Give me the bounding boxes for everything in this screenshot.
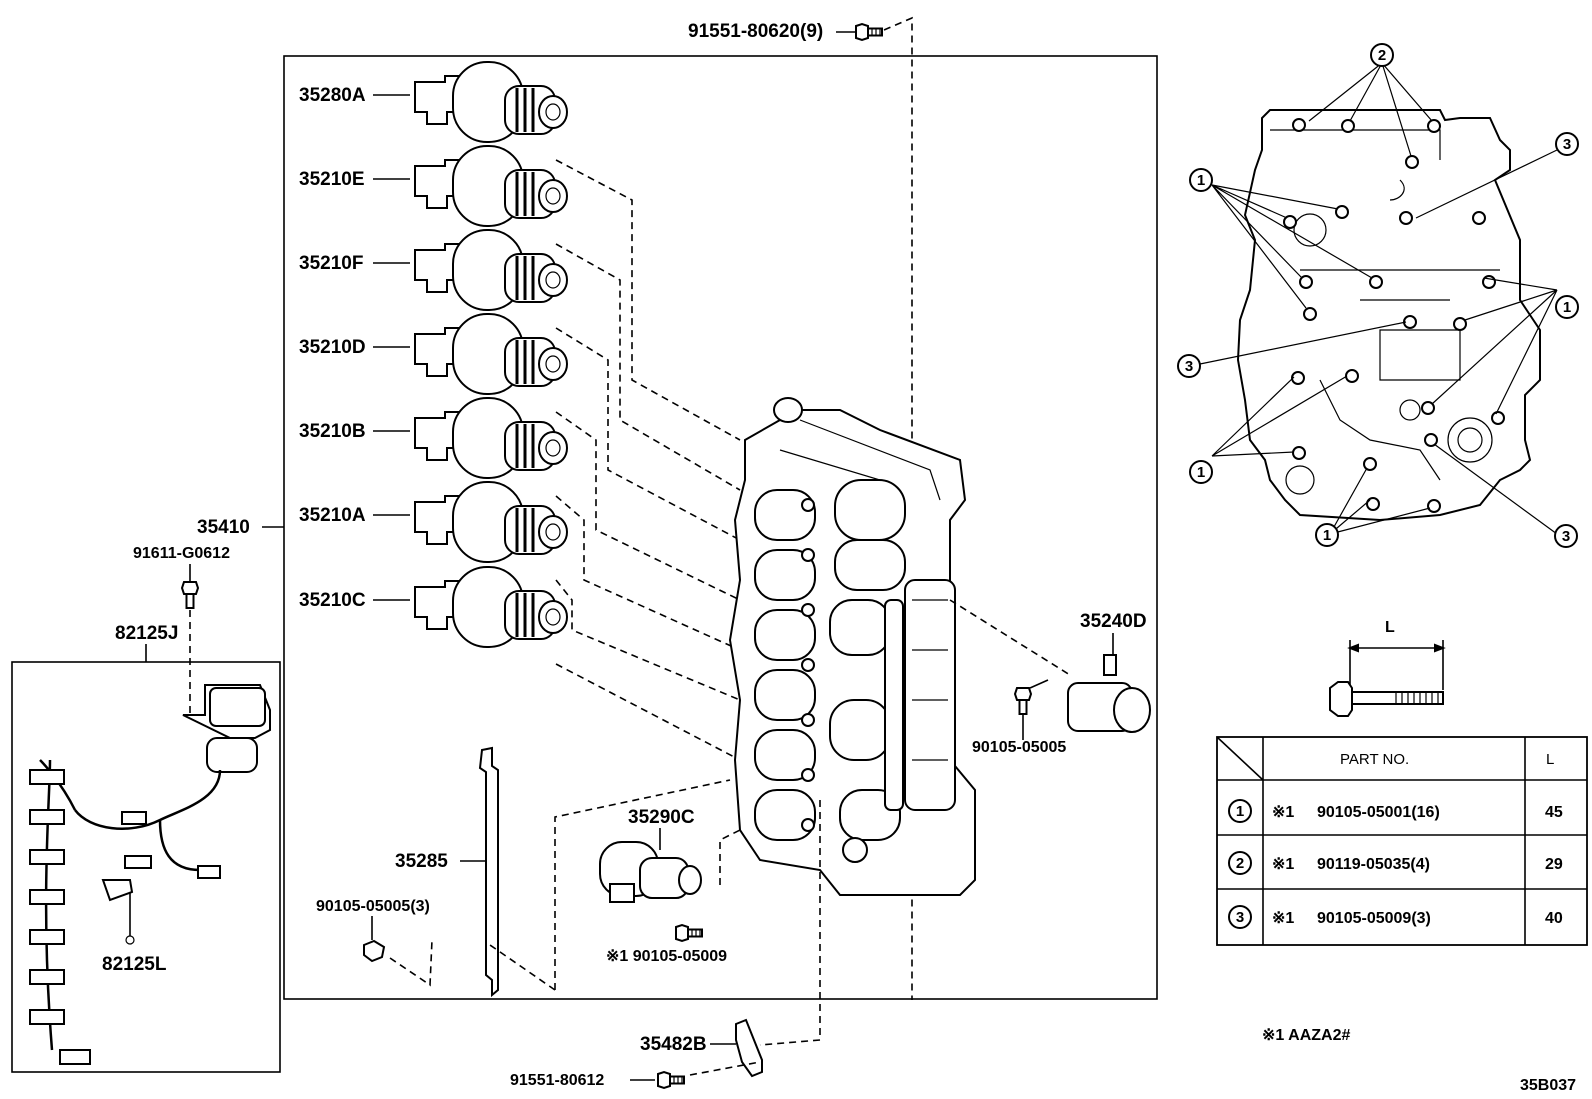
bolt-length-figure: L [1329,619,1446,717]
table-header-part-no: PART NO. [1340,751,1409,768]
svg-text:3: 3 [1236,909,1244,926]
svg-text:3: 3 [1562,528,1570,545]
callout-2: 2 [1370,43,1394,67]
table-row: 3 ※1 90105-05009(3) 40 [1228,905,1563,929]
bolt-icon [1014,687,1032,715]
svg-text:90105-05001(16): 90105-05001(16) [1317,804,1440,821]
label-90105-05005-3: 90105-05005(3) [316,898,430,915]
callout-1: 1 [1189,460,1213,484]
svg-text:1: 1 [1236,803,1244,820]
plate-35285 [478,746,499,998]
wire-harness-82125J [29,684,271,1065]
valve-body-assembly [728,397,976,896]
label-35210E: 35210E [299,169,365,190]
bolt-icon [855,23,883,41]
svg-text:※1: ※1 [1272,856,1294,873]
callout-3: 3 [1554,524,1578,548]
label-91611-G0612: 91611-G0612 [133,545,230,562]
svg-text:3: 3 [1185,358,1193,375]
plate-35482B [735,1018,763,1078]
svg-text:2: 2 [1378,47,1386,64]
svg-text:2: 2 [1236,855,1244,872]
solenoid-35210A: 35210A [299,480,569,564]
callout-1: 1 [1189,168,1213,192]
label-bolt-top: 91551-80620(9) [688,21,823,42]
solenoid-35210B: 35210B [299,396,569,480]
bolt-05009 [675,924,703,942]
bolt-icon [657,1071,685,1089]
label-90105-05005: 90105-05005 [972,739,1066,756]
label-90105-05009: ※1 90105-05009 [606,948,727,965]
solenoid-35210D: 35210D [299,312,569,396]
bolt-icon [181,581,199,609]
solenoid-35290C [599,841,702,903]
footnote: ※1 AAZA2# [1262,1027,1350,1044]
svg-text:※1: ※1 [1272,910,1294,927]
svg-text:1: 1 [1197,464,1205,481]
svg-text:45: 45 [1545,804,1563,821]
svg-text:40: 40 [1545,910,1563,927]
label-35280A: 35280A [299,85,366,106]
solenoid-35240D [1067,654,1151,733]
solenoid-35280A: 35280A [299,60,569,144]
svg-text:1: 1 [1323,527,1331,544]
table-header-length: L [1546,751,1554,768]
valve-body-bores [754,479,906,863]
label-91551-80612: 91551-80612 [510,1072,604,1089]
diagram-ref-code: 35B037 [1520,1077,1576,1094]
callout-1: 1 [1315,523,1339,547]
svg-text:1: 1 [1197,172,1205,189]
label-35210C: 35210C [299,590,366,611]
table-row: 2 ※1 90119-05035(4) 29 [1228,851,1563,875]
label-35240D: 35240D [1080,611,1147,632]
svg-text:※1: ※1 [1272,804,1294,821]
label-35210B: 35210B [299,421,366,442]
solenoid-35210F: 35210F [299,228,569,312]
bolt-table: PART NO. L 1 ※1 90105-05001(16) 45 2 ※1 … [1216,736,1588,946]
table-row: 1 ※1 90105-05001(16) 45 [1228,799,1563,823]
svg-text:90105-05009(3): 90105-05009(3) [1317,910,1431,927]
svg-text:90119-05035(4): 90119-05035(4) [1317,856,1430,873]
label-35290C: 35290C [628,807,695,828]
label-35285: 35285 [395,851,448,872]
view-bolt-holes [1283,118,1505,513]
svg-text:1: 1 [1563,299,1571,316]
callout-1: 1 [1555,295,1579,319]
dim-label-L: L [1385,619,1395,636]
label-35210A: 35210A [299,505,366,526]
label-35210F: 35210F [299,253,363,274]
label-35482B: 35482B [640,1034,707,1055]
label-82125J: 82125J [115,623,178,644]
callout-3: 3 [1177,354,1201,378]
label-35210D: 35210D [299,337,366,358]
label-35410: 35410 [197,517,250,538]
solenoid-35210C: 35210C [299,565,569,649]
valve-body-bolt-location-view: 2 1 3 1 3 1 1 3 [1177,43,1579,548]
label-82125L: 82125L [102,954,167,975]
svg-text:3: 3 [1563,136,1571,153]
solenoid-35210E: 35210E [299,144,569,228]
harness-frame [11,661,281,1073]
callout-3: 3 [1555,132,1579,156]
svg-text:29: 29 [1545,856,1563,873]
